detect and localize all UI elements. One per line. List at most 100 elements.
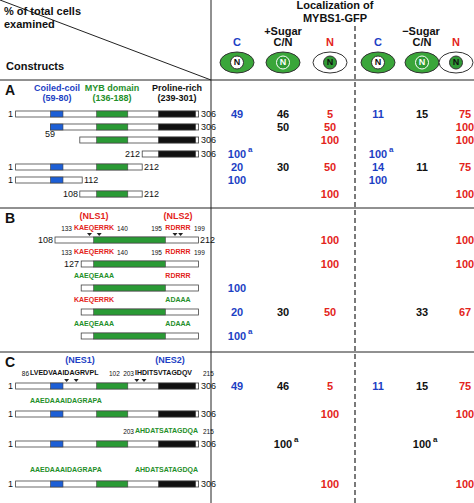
- cell-body: [313, 52, 347, 73]
- proline-rich-domain: [158, 111, 195, 117]
- percentage-value: 30: [277, 306, 289, 319]
- footnote-mark: a: [389, 145, 393, 154]
- myb-domain: [97, 164, 128, 170]
- residue-number: 133: [61, 225, 72, 232]
- cell-body: [361, 52, 395, 73]
- residue-number: 59: [45, 129, 55, 139]
- cell-icon: N: [312, 51, 348, 74]
- residue-number: 133: [61, 249, 72, 256]
- panel-letter: C: [5, 354, 15, 370]
- sequence-text: ADAAA: [165, 296, 190, 304]
- residue-number: 108: [38, 235, 53, 245]
- residue-number: 1: [8, 175, 13, 185]
- residue-number: 140: [117, 249, 128, 256]
- percentage-value: 100: [228, 330, 246, 343]
- cell-icon: N: [404, 51, 440, 74]
- percentage-value: 75: [459, 108, 471, 121]
- sequence-text: AAEDAAAIDAGRAPA: [30, 466, 102, 474]
- construct-bar: [16, 411, 199, 417]
- percentage-value: 46: [277, 108, 289, 121]
- coiled-coil-domain: [50, 164, 63, 170]
- residue-number: 212: [144, 162, 159, 172]
- coiled-coil-domain: [50, 441, 63, 447]
- cell-body: [439, 52, 473, 73]
- cell-icon: N: [438, 51, 474, 74]
- residue-number: 1: [8, 381, 13, 391]
- construct-bar: [81, 309, 198, 315]
- domain-label: MYB domain: [85, 83, 140, 93]
- cell-body: [266, 52, 300, 73]
- proline-rich-domain: [158, 137, 195, 143]
- residue-number: 1: [8, 439, 13, 449]
- coiled-coil-domain: [50, 481, 63, 487]
- localization-icon: CN: [360, 36, 396, 76]
- residue-number: 102: [109, 370, 120, 377]
- percentage-value: 49: [231, 108, 243, 121]
- residue-number: 212: [125, 149, 140, 159]
- percentage-value: 100: [456, 234, 474, 247]
- domain-label: (59-80): [42, 93, 71, 103]
- percentage-value: 49: [231, 380, 243, 393]
- percentage-value: 100: [321, 234, 339, 247]
- compartment-header: N: [432, 36, 474, 48]
- percentage-value: 50: [324, 161, 336, 174]
- construct-bar: [80, 137, 199, 143]
- nucleus-label: N: [312, 56, 348, 69]
- site-marker: [64, 379, 69, 382]
- cell-body: [220, 52, 254, 73]
- residue-number: 195: [151, 225, 162, 232]
- nucleus-label: N: [265, 56, 301, 69]
- construct-bar: [80, 191, 142, 197]
- percentage-value: 100: [321, 408, 339, 421]
- residue-number: 108: [63, 189, 78, 199]
- percentage-value: 100: [456, 478, 474, 491]
- myb-domain: [94, 261, 166, 267]
- percentage-value: 20: [231, 161, 243, 174]
- percentage-value: 100: [321, 134, 339, 147]
- percentage-value: 100: [456, 121, 474, 134]
- percentage-value: 20: [231, 306, 243, 319]
- percentage-value: 100: [369, 148, 387, 161]
- myb-domain: [94, 285, 166, 291]
- panel-letter: A: [5, 82, 15, 98]
- construct-bar: [16, 164, 143, 170]
- percentage-value: 100: [369, 174, 387, 187]
- sequence-text: ADAAA: [165, 320, 190, 328]
- cell-icon: N: [360, 51, 396, 74]
- percentage-value: 11: [416, 161, 428, 174]
- cell-icon: N: [265, 51, 301, 74]
- percentage-value: 15: [416, 108, 428, 121]
- construct-bar: [55, 237, 199, 243]
- proline-rich-domain: [158, 441, 195, 447]
- percentage-value: 75: [459, 161, 471, 174]
- site-marker: [173, 233, 178, 236]
- percentage-value: 15: [416, 380, 428, 393]
- compartment-header: C: [213, 36, 261, 48]
- percentage-value: 100: [413, 438, 431, 451]
- construct-bar: [16, 441, 199, 447]
- domain-label: Proline-rich: [152, 83, 202, 93]
- myb-domain: [94, 333, 166, 339]
- nucleus-label: N: [219, 56, 255, 69]
- myb-domain: [97, 481, 128, 487]
- residue-number: 306: [201, 479, 216, 489]
- percentage-value: 100: [321, 478, 339, 491]
- localization-icon: NN: [438, 36, 474, 76]
- myb-domain: [97, 191, 128, 197]
- myb-domain: [97, 441, 128, 447]
- myb-domain: [97, 111, 128, 117]
- sequence-text: AHDATSATAGDQA: [135, 427, 198, 435]
- myb-domain: [97, 383, 128, 389]
- residue-number: 1: [8, 162, 13, 172]
- construct-bar: [81, 261, 198, 267]
- condition-divider: [354, 26, 355, 503]
- percentage-value: 67: [459, 306, 471, 319]
- residue-number: 203: [123, 428, 134, 435]
- site-marker: [97, 233, 102, 236]
- residue-number: 306: [201, 439, 216, 449]
- nucleus-label: N: [360, 56, 396, 69]
- residue-number: 127: [64, 259, 79, 269]
- panel-letter: B: [5, 210, 15, 226]
- myb-domain: [97, 137, 128, 143]
- residue-number: 199: [194, 225, 205, 232]
